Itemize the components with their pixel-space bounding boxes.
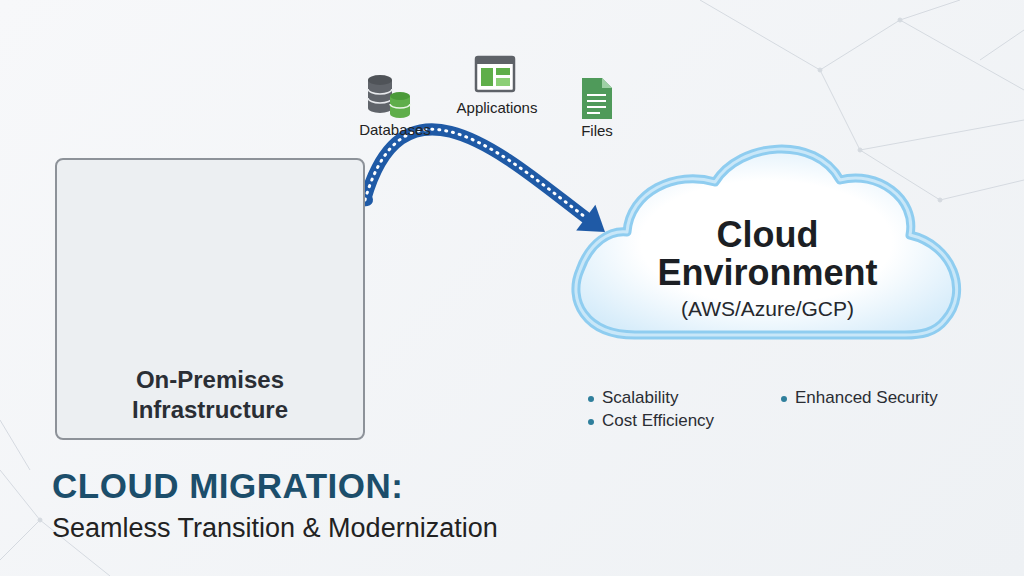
benefit-item: Cost Efficiency xyxy=(602,411,714,431)
file-icon xyxy=(582,78,612,119)
icon-label: Applications xyxy=(457,99,538,116)
arrow-body xyxy=(365,129,591,221)
node-label: On-Premises Infrastructure xyxy=(100,365,320,425)
arrow-heads xyxy=(576,205,605,232)
bullet-dot xyxy=(588,396,594,402)
arrow-head xyxy=(576,205,605,232)
cloud-outline xyxy=(576,149,957,335)
migration-arrow xyxy=(365,129,605,232)
cloud-node: Cloud Environment (AWS/Azure/GCP) xyxy=(565,130,970,345)
icon-label: Files xyxy=(581,122,613,139)
cloud-inner-line xyxy=(576,149,957,335)
benefit-item: Enhanced Security xyxy=(795,388,938,408)
arrow-dots xyxy=(365,129,591,221)
database-icon xyxy=(368,75,410,118)
benefit-item: Scalability xyxy=(602,388,679,408)
diagram-title: CLOUD MIGRATION: xyxy=(52,466,403,506)
icon-label: Databases xyxy=(359,121,431,138)
application-icon xyxy=(476,57,514,91)
cloud-text-group: Cloud Environment (AWS/Azure/GCP) xyxy=(565,216,970,322)
bullet-dot xyxy=(588,419,594,425)
bullet-dot xyxy=(781,396,787,402)
node-subtext: (AWS/Azure/GCP) xyxy=(643,296,893,322)
node-heading: Cloud Environment xyxy=(643,216,893,292)
infrastructure-box: On-Premises Infrastructure xyxy=(55,158,365,440)
diagram-caption: Seamless Transition & Modernization xyxy=(52,513,498,544)
